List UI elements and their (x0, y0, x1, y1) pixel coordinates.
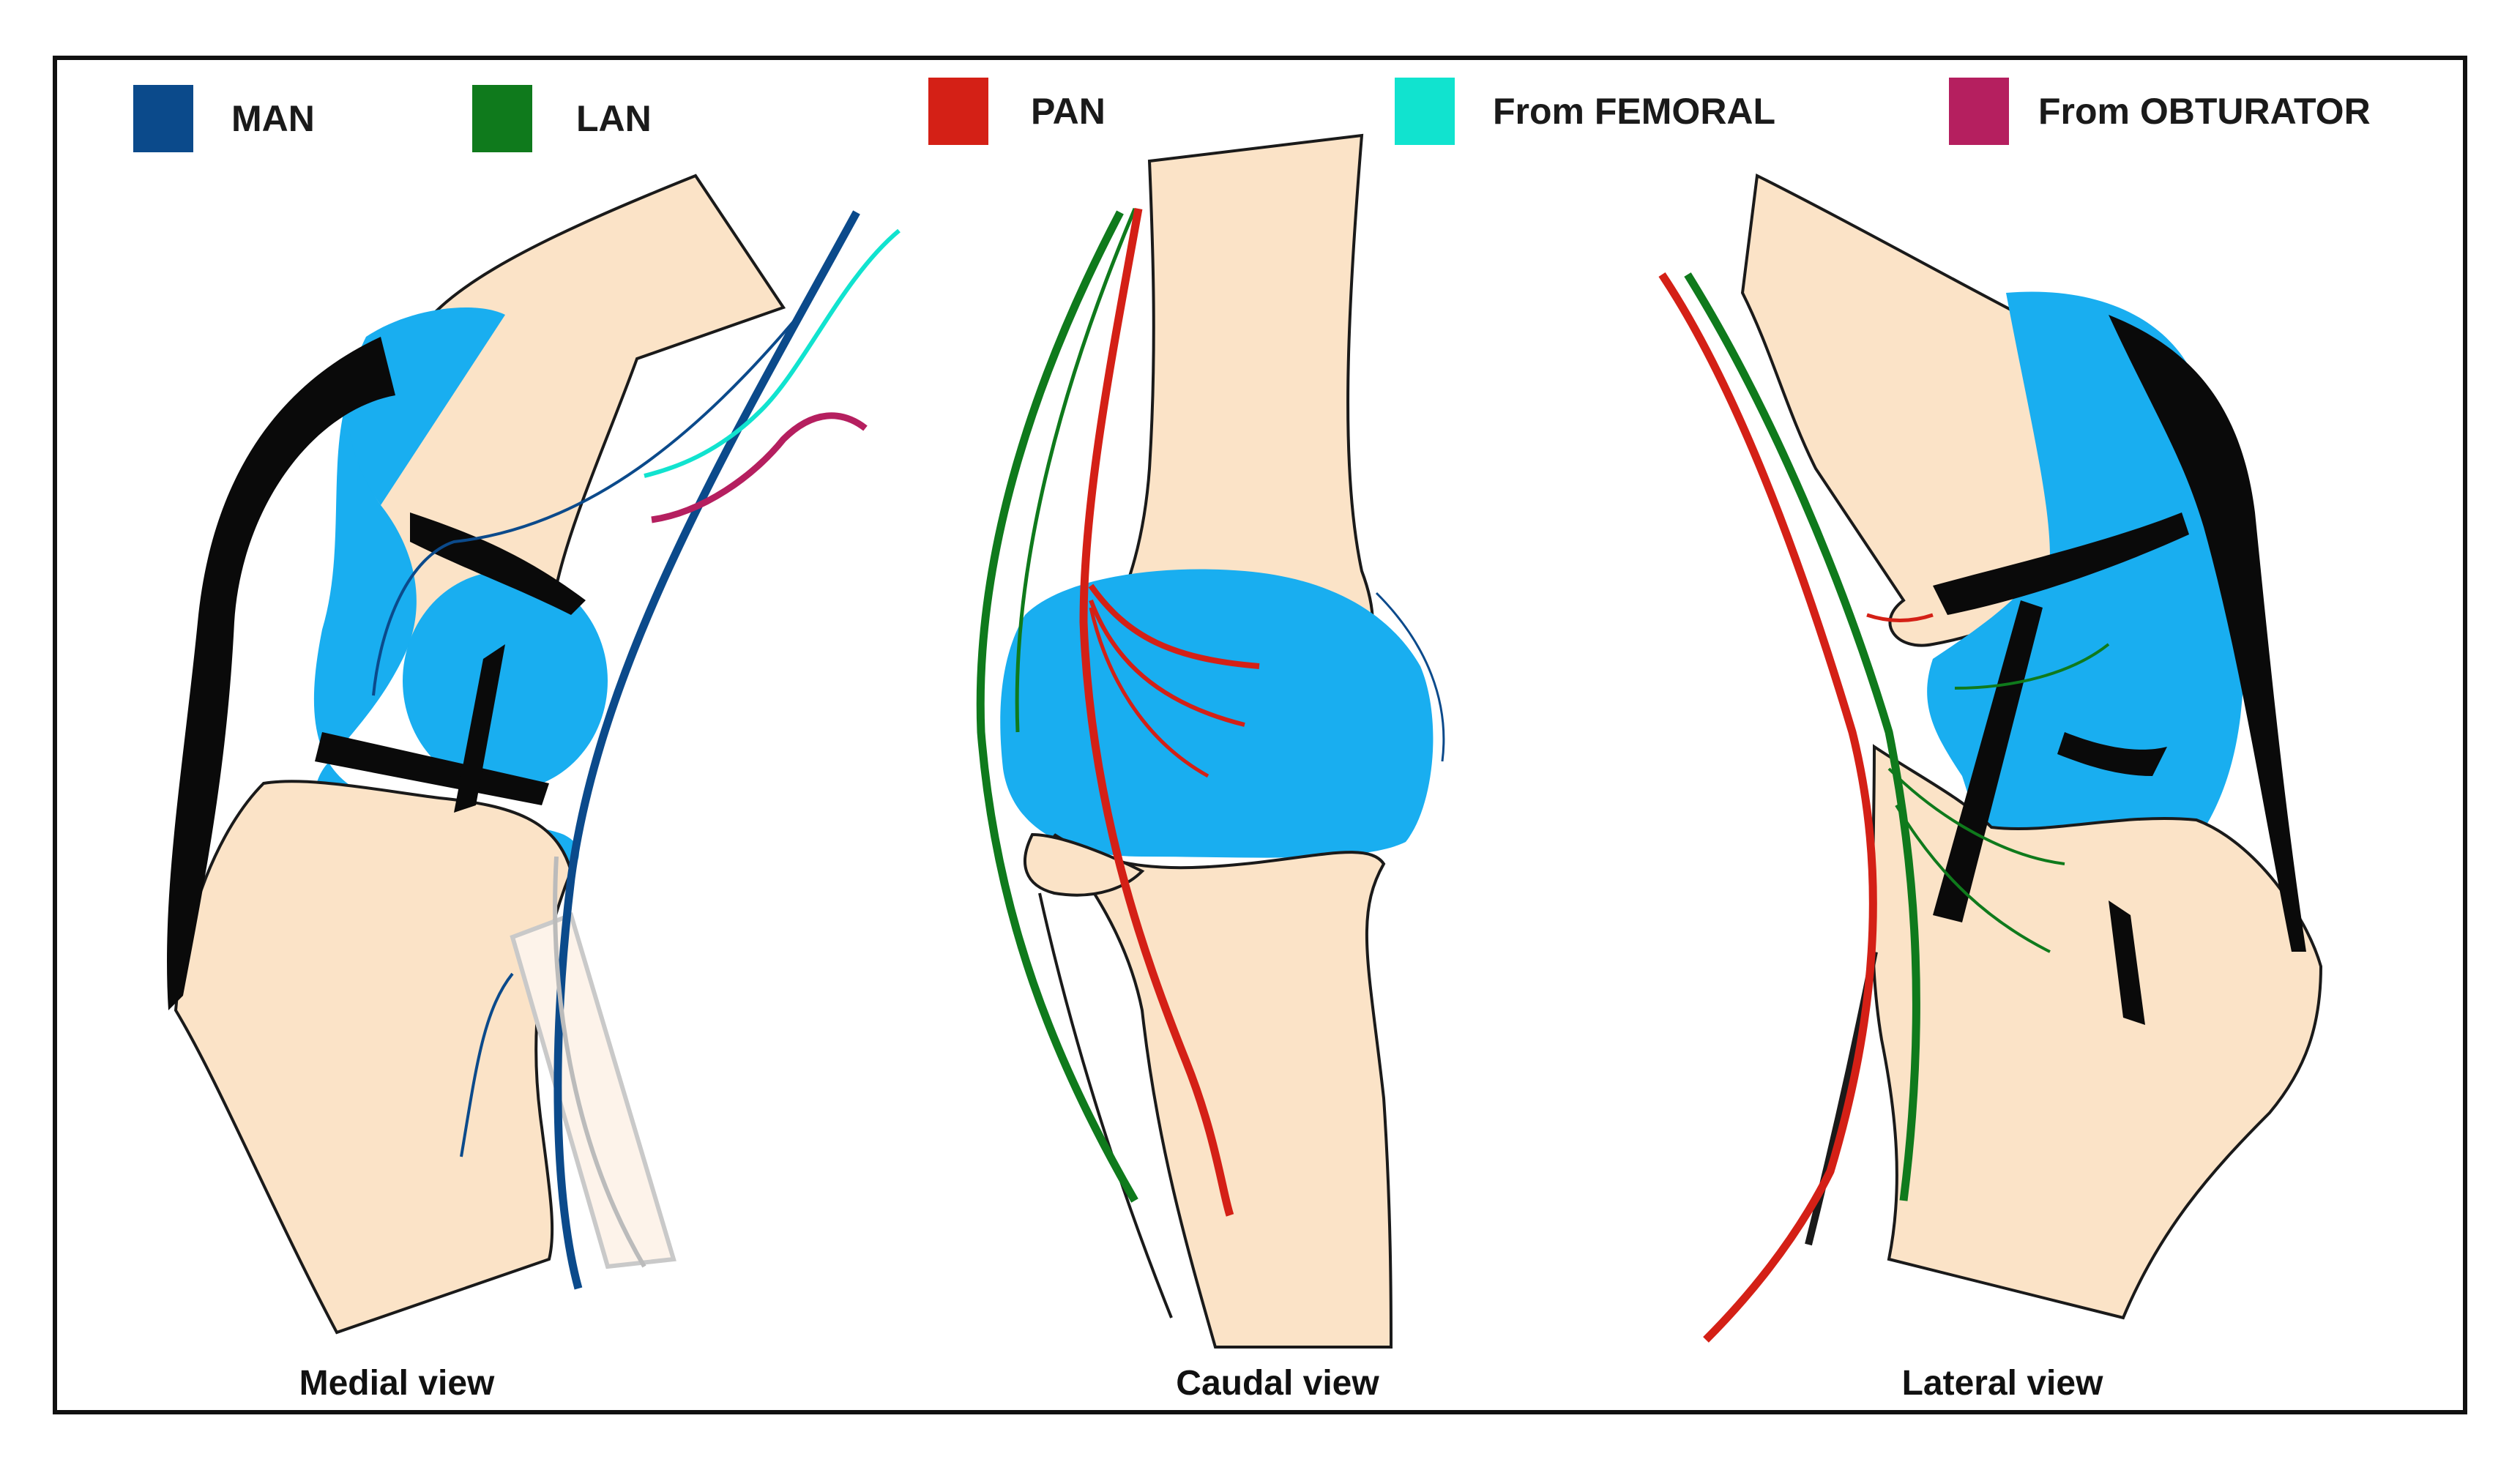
medial-man-branch-low (460, 972, 514, 1157)
lateral-pan-branch (1866, 613, 1934, 622)
medial-pale-nerve (553, 856, 646, 1268)
caudal-fibula-shaft (1038, 892, 1173, 1319)
medial-man-nerve (553, 210, 860, 1290)
caudal-tibia (1053, 833, 1393, 1349)
legend-label-femoral: From FEMORAL (1493, 91, 1776, 132)
lateral-wedge-ligament (2109, 900, 2145, 1025)
lateral-lan-branch-1 (1887, 767, 2065, 865)
medial-femoral-ligament (410, 512, 586, 615)
caudal-pan-branch-3 (1089, 607, 1209, 778)
caudal-fibula (1024, 832, 1145, 897)
legend-item-man: MAN (133, 85, 315, 152)
lateral-femoral-ligament (1933, 512, 2189, 615)
legend-label-pan: PAN (1031, 91, 1106, 132)
caudal-view-label: Caudal view (1176, 1364, 1379, 1403)
legend-item-obturator: From OBTURATOR (1949, 78, 2371, 145)
lateral-patellar-ligament (2109, 315, 2306, 952)
medial-patellar-ligament (167, 337, 395, 1010)
medial-capsule-upper (348, 307, 505, 505)
medial-view-label: Medial view (299, 1364, 495, 1403)
caudal-pan-branch-1 (1088, 583, 1260, 669)
lateral-lan-branch-2 (1895, 804, 2051, 953)
legend-swatch-pan (928, 78, 988, 145)
legend-item-pan: PAN (928, 78, 1106, 145)
caudal-capsule (1000, 569, 1434, 858)
lateral-collateral-ligament (1933, 600, 2043, 922)
lateral-lan-branch-3 (1954, 643, 2110, 690)
medial-view (167, 174, 901, 1335)
caudal-pan-nerve (1079, 208, 1234, 1217)
lateral-view (1658, 173, 2323, 1343)
caudal-pan-branch-2 (1089, 599, 1245, 727)
caudal-lan-nerve-2 (1015, 208, 1137, 733)
caudal-nerve-right (1375, 592, 1445, 762)
caudal-view (976, 133, 1445, 1349)
medial-obturator-nerve (651, 412, 868, 523)
medial-capsule-bulge (403, 571, 608, 791)
caudal-lan-nerve (976, 210, 1138, 1203)
lateral-meniscus-ligament (2057, 732, 2167, 776)
figure-frame (53, 56, 2467, 1414)
medial-femoral-nerve (644, 228, 901, 478)
lateral-view-label: Lateral view (1901, 1364, 2103, 1403)
legend-label-obturator: From OBTURATOR (2038, 91, 2371, 132)
legend-label-man: MAN (231, 98, 315, 139)
lateral-lan-nerve (1684, 272, 1920, 1201)
legend-swatch-lan (472, 85, 532, 152)
legend-swatch-femoral (1395, 78, 1455, 145)
legend-item-lan: LAN (472, 85, 652, 152)
lateral-pan-nerve (1658, 272, 1877, 1343)
medial-tibia (174, 780, 573, 1335)
legend-swatch-obturator (1949, 78, 2009, 145)
legend-label-lan: LAN (576, 98, 652, 139)
legend-item-femoral: From FEMORAL (1395, 78, 1775, 145)
lateral-tibia (1871, 744, 2323, 1320)
medial-collateral-band (510, 912, 676, 1269)
medial-cruciate-ligament (454, 644, 505, 813)
medial-meniscus-ligament (315, 732, 549, 805)
medial-man-branch (372, 306, 807, 696)
legend-swatch-man (133, 85, 193, 152)
